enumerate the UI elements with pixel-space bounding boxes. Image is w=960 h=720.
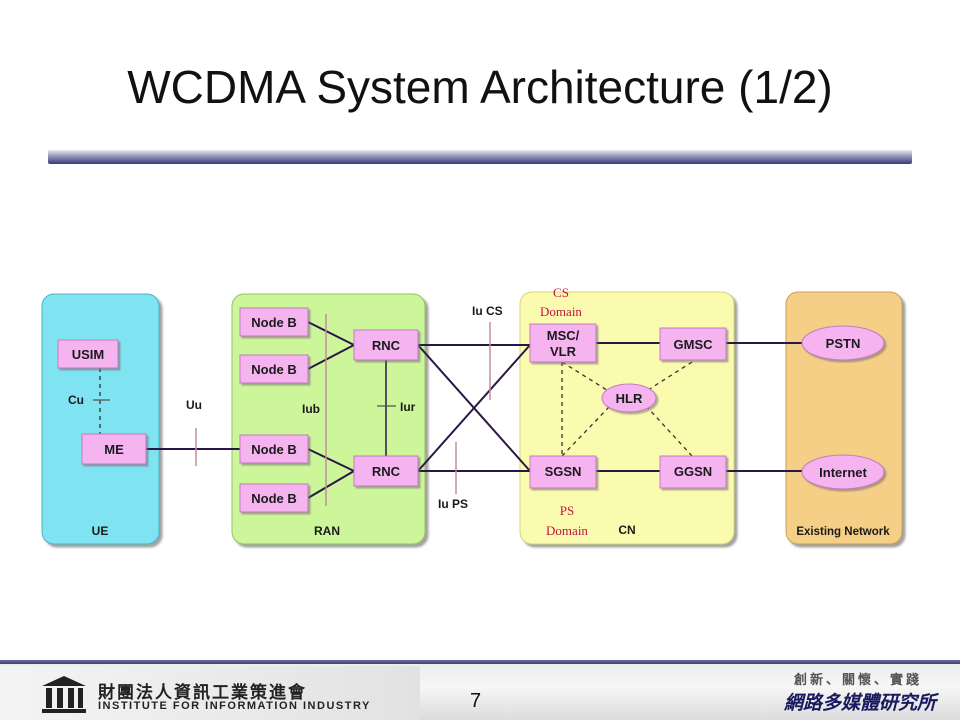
iii-logo: [42, 676, 86, 713]
usim-box: [57, 339, 119, 369]
ggsn-box: [659, 455, 727, 489]
nodeb-1-box: [239, 307, 309, 337]
footer-motto: 創新、關懷、實踐: [794, 673, 923, 688]
nodeb-4-box: [239, 483, 309, 513]
msc-hlr-link: [561, 361, 611, 393]
nodeb-4-label: Node B: [251, 491, 297, 506]
gmsc-label: GMSC: [674, 337, 714, 352]
rnc-1-box: [353, 329, 419, 361]
nodeb1-rnc1-link: [307, 321, 355, 346]
hlr-box: [601, 383, 657, 413]
nodeb-3-box: [239, 434, 309, 464]
uu-interface-label: Uu: [186, 398, 202, 412]
gmsc-box: [659, 327, 727, 361]
internet-box: [801, 454, 885, 490]
gmsc-hlr-link: [647, 361, 693, 391]
hlr-label: HLR: [616, 391, 643, 406]
iub-interface-label: Iub: [302, 402, 320, 416]
ggsn-label: GGSN: [674, 464, 712, 479]
cs-domain-annotation-line2: Domain: [540, 304, 582, 319]
iu-ps-interface-label: Iu PS: [438, 497, 468, 511]
rnc-2-box: [353, 455, 419, 487]
sgsn-label: SGSN: [545, 464, 582, 479]
ggsn-hlr-link: [647, 407, 693, 457]
slide-title: WCDMA System Architecture (1/2): [127, 61, 833, 113]
msc-vlr-label-line1: MSC/: [547, 328, 580, 343]
cn-domain-label: CN: [618, 523, 635, 537]
nodeb3-rnc2-link: [307, 448, 355, 472]
ps-domain-annotation-line2: Domain: [546, 523, 588, 538]
nodeb-2-box: [239, 354, 309, 384]
msc-vlr-box: [529, 323, 597, 363]
cu-interface-label: Cu: [68, 393, 84, 407]
me-box: [81, 433, 147, 465]
internet-label: Internet: [819, 465, 867, 480]
nodeb-3-label: Node B: [251, 442, 297, 457]
institute-name: 網路多媒體研究所: [784, 692, 937, 714]
sgsn-hlr-link: [561, 405, 611, 457]
nodeb-2-label: Node B: [251, 362, 297, 377]
me-label: ME: [104, 442, 124, 457]
title-divider: [48, 150, 912, 164]
ran-domain-label: RAN: [314, 524, 340, 538]
architecture-diagram: USIM ME Node B Node B Node B Node B RNC …: [41, 285, 903, 545]
iu-cs-interface-label: Iu CS: [472, 304, 503, 318]
cs-domain-annotation-line1: CS: [553, 285, 569, 300]
ps-domain-annotation-line1: PS: [560, 503, 574, 518]
footer-band: [0, 660, 960, 666]
usim-label: USIM: [72, 347, 105, 362]
rnc-1-label: RNC: [372, 338, 401, 353]
iur-interface-label: Iur: [400, 400, 416, 414]
pstn-label: PSTN: [826, 336, 861, 351]
rnc2-msc-link: [417, 344, 531, 472]
nodeb4-rnc2-link: [307, 470, 355, 499]
organization-name-cn: 財團法人資訊工業策進會: [98, 683, 307, 703]
rnc-2-label: RNC: [372, 464, 401, 479]
existing-network-label: Existing Network: [796, 526, 890, 538]
ue-domain-label: UE: [92, 524, 109, 538]
sgsn-box: [529, 455, 597, 489]
pstn-box: [801, 325, 885, 361]
page-number: 7: [470, 690, 482, 712]
nodeb2-rnc1-link: [307, 344, 355, 370]
msc-vlr-label-line2: VLR: [550, 344, 577, 359]
organization-name-en: INSTITUTE FOR INFORMATION INDUSTRY: [98, 700, 371, 712]
nodeb-1-label: Node B: [251, 315, 297, 330]
